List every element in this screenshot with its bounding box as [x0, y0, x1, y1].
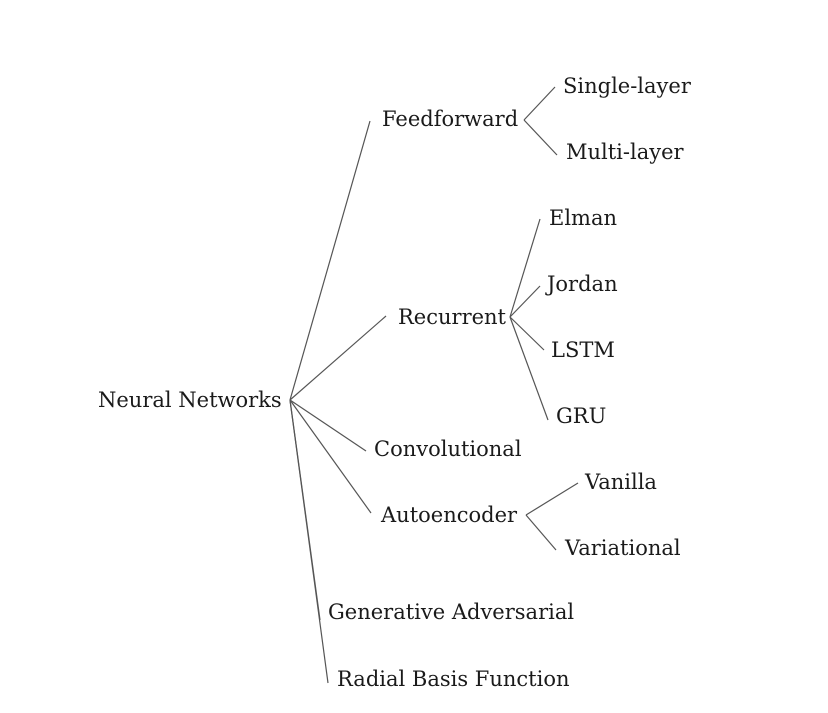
- edge-recurrent-jordan: [509, 285, 541, 318]
- edge-root-recurrent: [289, 315, 387, 401]
- branch-autoencoder-label: Autoencoder: [380, 503, 518, 527]
- edge-feedforward-single-layer: [523, 86, 556, 121]
- leaf-lstm-label: LSTM: [551, 338, 615, 362]
- edge-autoencoder-variational: [525, 514, 557, 551]
- leaf-jordan-label: Jordan: [545, 272, 618, 296]
- edge-autoencoder-vanilla: [525, 482, 579, 516]
- leaf-variational-label: Variational: [564, 536, 681, 560]
- branch-recurrent-label: Recurrent: [398, 305, 507, 329]
- edge-recurrent-elman: [509, 218, 541, 318]
- leaf-multi-layer-label: Multi-layer: [566, 140, 685, 164]
- branch-convolutional-label: Convolutional: [374, 437, 522, 461]
- edge-recurrent-lstm: [509, 316, 545, 351]
- edge-feedforward-multi-layer: [523, 119, 558, 156]
- edge-recurrent-gru: [509, 316, 549, 421]
- edge-root-feedforward: [289, 120, 371, 401]
- edge-root-autoencoder: [289, 399, 372, 514]
- branch-generative-adversarial-label: Generative Adversarial: [328, 600, 574, 624]
- leaf-gru-label: GRU: [556, 404, 606, 428]
- leaf-single-layer-label: Single-layer: [563, 74, 692, 98]
- edge-root-radial-basis-function: [289, 399, 329, 684]
- root-node-label: Neural Networks: [98, 388, 282, 412]
- edge-root-convolutional: [289, 399, 367, 452]
- branch-radial-basis-function-label: Radial Basis Function: [337, 667, 570, 691]
- leaf-vanilla-label: Vanilla: [584, 470, 657, 494]
- leaf-elman-label: Elman: [549, 206, 617, 230]
- branch-feedforward-label: Feedforward: [382, 107, 518, 131]
